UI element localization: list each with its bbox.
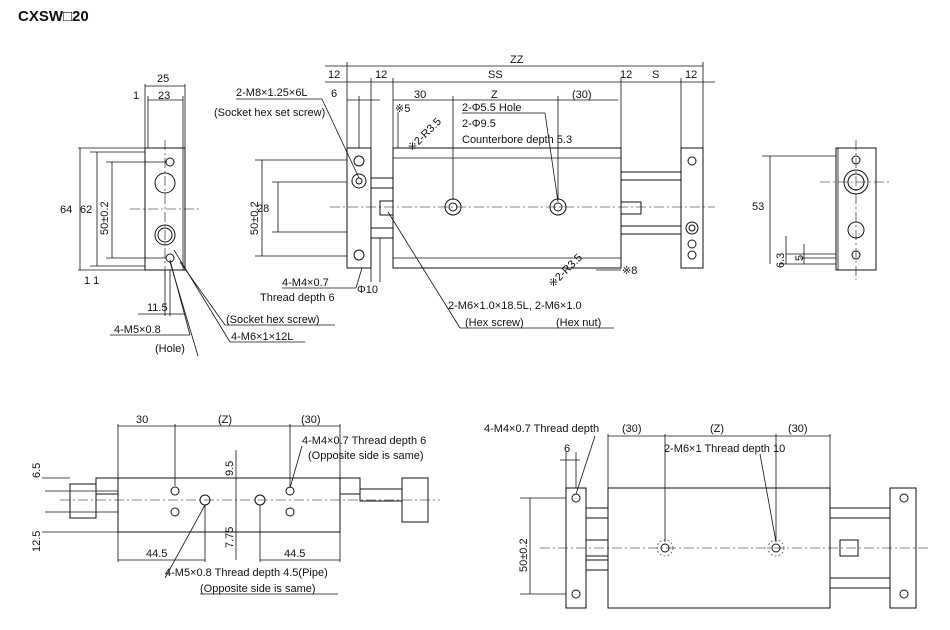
right-end-plate bbox=[680, 147, 704, 269]
dim-s: S bbox=[652, 69, 659, 81]
dim-44-5-a: 44.5 bbox=[146, 548, 167, 560]
dim-z: Z bbox=[491, 89, 498, 101]
dim-12-b: 12 bbox=[375, 69, 387, 81]
label-m5-side: 4-M5×0.8 Thread depth 4.5(Pipe) bbox=[165, 567, 328, 579]
dim-30-side: 30 bbox=[136, 414, 148, 426]
label-hex-nut: (Hex nut) bbox=[556, 317, 601, 329]
view-top-main: ZZ 12 12 SS 12 S 12 6 30 Z (30) ※5 ※2-R3… bbox=[214, 54, 715, 329]
dim-12-5: 12.5 bbox=[31, 531, 43, 552]
dim-50: 50±0.2 bbox=[99, 201, 111, 235]
cylinder-body bbox=[392, 147, 622, 269]
dim-7-75: 7.75 bbox=[224, 527, 236, 548]
dim-50-main: 50±0.2 bbox=[249, 201, 261, 235]
view-end-left: 25 1 23 64 62 50±0.2 1 1 11.5 4-M5×0.8 (… bbox=[60, 73, 335, 357]
page-title: CXSW□20 bbox=[18, 8, 89, 25]
label-m8: 2-M8×1.25×6L bbox=[236, 87, 308, 99]
dim-6-5: 6.5 bbox=[31, 463, 43, 478]
dim-50-bottom: 50±0.2 bbox=[518, 538, 530, 572]
label-cbore: Counterbore depth 5.3 bbox=[462, 134, 572, 146]
label-hex-screw: (Hex screw) bbox=[465, 317, 524, 329]
label-hole-55: 2-Φ5.5 Hole bbox=[462, 102, 522, 114]
dim-5: 5 bbox=[794, 255, 806, 261]
label-thread-6: Thread depth 6 bbox=[260, 292, 335, 304]
dim-30: 30 bbox=[414, 89, 426, 101]
label-m6-bottom: 2-M6×1 Thread depth 10 bbox=[664, 443, 785, 455]
dim-1-1: 1 1 bbox=[84, 275, 99, 287]
label-m4: 4-M4×0.7 bbox=[282, 277, 329, 289]
dim-30-paren: (30) bbox=[572, 89, 592, 101]
dim-30p-b: (30) bbox=[788, 423, 808, 435]
dim-62: 62 bbox=[80, 204, 92, 216]
dim-zz: ZZ bbox=[510, 54, 524, 66]
label-m6hex: 2-M6×1.0×18.5L, 2-M6×1.0 bbox=[448, 300, 582, 312]
left-end-plate bbox=[346, 147, 372, 269]
label-phi95: 2-Φ9.5 bbox=[462, 118, 496, 130]
view-end-right: 53 6.3 5 bbox=[752, 140, 890, 280]
dim-30p-a: (30) bbox=[622, 423, 642, 435]
dim-6-bottom: 6 bbox=[564, 443, 570, 455]
dim-11-5: 11.5 bbox=[147, 302, 168, 314]
label-opp2: (Opposite side is same) bbox=[200, 583, 316, 595]
view-bottom-lower-right: 4-M4×0.7 Thread depth (30) (Z) (30) 6 2-… bbox=[484, 423, 930, 609]
dim-12-c: 12 bbox=[620, 69, 632, 81]
label-m5: 4-M5×0.8 bbox=[114, 324, 161, 336]
dim-30p-side: (30) bbox=[301, 414, 321, 426]
dim-12-a: 12 bbox=[328, 69, 340, 81]
view-side-lower-left: 30 (Z) (30) 4-M4×0.7 Thread depth 6 (Opp… bbox=[31, 414, 440, 595]
dim-ss: SS bbox=[488, 69, 503, 81]
dim-12-d: 12 bbox=[685, 69, 697, 81]
dim-44-5-b: 44.5 bbox=[284, 548, 305, 560]
label-m4-side: 4-M4×0.7 Thread depth 6 bbox=[302, 435, 426, 447]
label-hole: (Hole) bbox=[155, 343, 185, 355]
dim-64: 64 bbox=[60, 204, 72, 216]
dim-6: 6 bbox=[331, 88, 337, 100]
dim-25: 25 bbox=[157, 73, 169, 85]
label-m6x12: 4-M6×1×12L bbox=[231, 331, 293, 343]
dim-23: 23 bbox=[158, 90, 170, 102]
label-opp1: (Opposite side is same) bbox=[308, 450, 424, 462]
dim-53: 53 bbox=[752, 201, 764, 213]
dim-z-side: (Z) bbox=[218, 414, 232, 426]
note-x8: ※8 bbox=[622, 265, 637, 277]
dim-z-bottom: (Z) bbox=[710, 423, 724, 435]
screw-hole bbox=[165, 157, 175, 167]
label-m4-bottom: 4-M4×0.7 Thread depth bbox=[484, 423, 599, 435]
dim-9-5: 9.5 bbox=[224, 461, 236, 476]
label-socket-hex-screw: (Socket hex screw) bbox=[226, 314, 320, 326]
dim-6-3: 6.3 bbox=[775, 253, 787, 268]
side-body bbox=[117, 477, 341, 533]
dim-1: 1 bbox=[133, 90, 139, 102]
dim-phi10: Φ10 bbox=[357, 284, 378, 296]
note-x5: ※5 bbox=[395, 103, 410, 115]
label-socket-set: (Socket hex set screw) bbox=[214, 107, 325, 119]
dim-28: 28 bbox=[257, 203, 269, 215]
